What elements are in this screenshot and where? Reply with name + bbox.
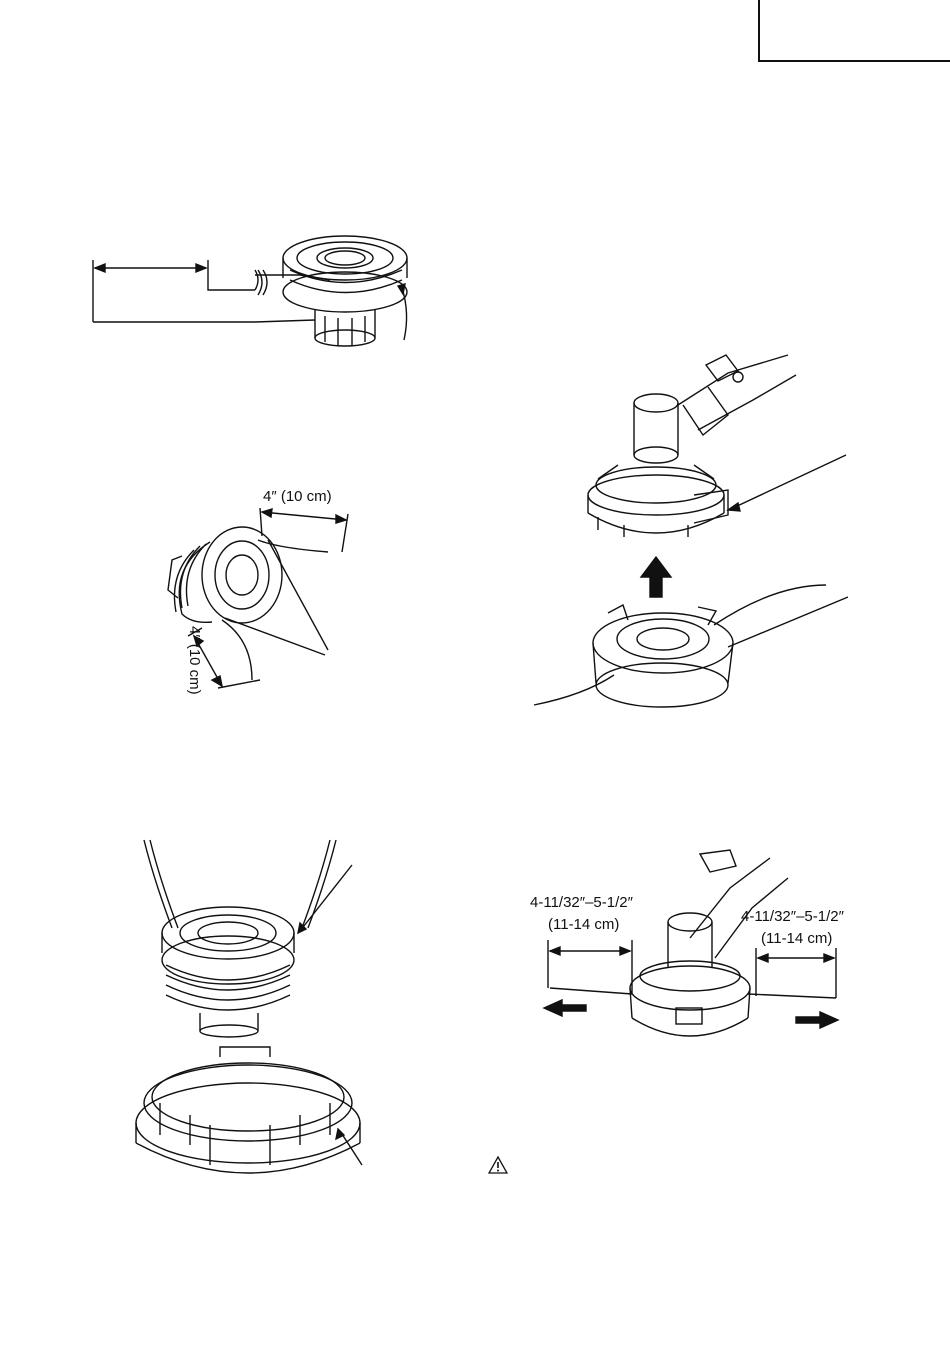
- figure-spool-line-ends: [150, 500, 350, 700]
- figure-spool-winding: [80, 220, 420, 360]
- measure-right-line1: 4-11/32″–5-1/2″: [741, 909, 844, 924]
- language-tab-box: [758, 0, 950, 62]
- figure-spool-and-case: [130, 835, 370, 1195]
- warning-triangle-icon: [488, 1156, 508, 1174]
- figure-line-length-head: [540, 848, 850, 1058]
- measure-right-line2: (11-14 cm): [761, 931, 832, 946]
- measure-label-top: 4″ (10 cm): [263, 489, 332, 504]
- measure-left-line2: (11-14 cm): [548, 917, 619, 932]
- measure-label-side: 4″ (10 cm): [187, 626, 202, 695]
- figure-head-removal: [528, 345, 848, 715]
- measure-left-line1: 4-11/32″–5-1/2″: [530, 895, 633, 910]
